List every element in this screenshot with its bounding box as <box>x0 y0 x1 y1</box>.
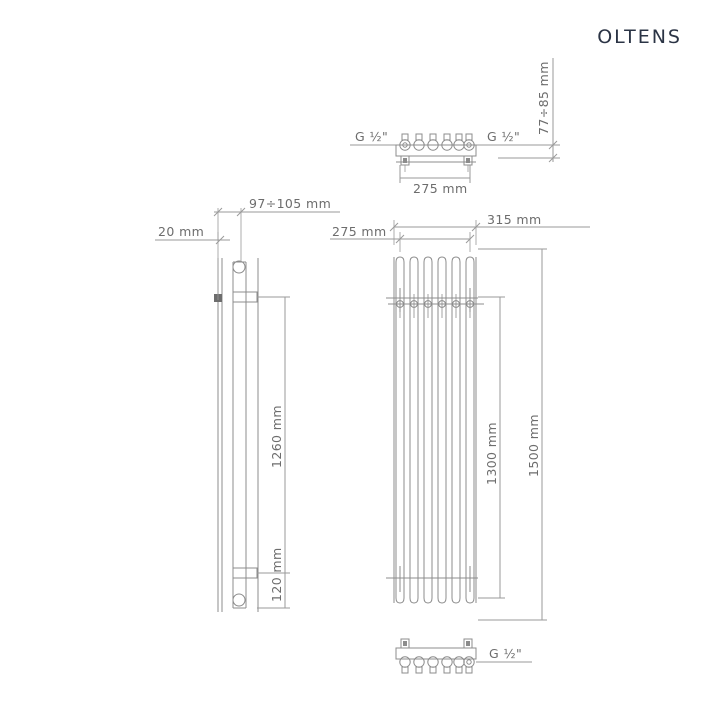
side-bottom-valve-circle <box>232 593 246 607</box>
front-inner-width-dimension <box>330 232 475 252</box>
top-height-dimension <box>498 58 560 163</box>
front-tube-3 <box>423 256 433 604</box>
side-bottom-label: 120 mm <box>269 547 284 602</box>
bottom-manifold-valves <box>399 656 475 668</box>
side-depth-small-dimension <box>155 232 230 300</box>
top-manifold-detail-view: 275 mm 77÷85 mm G ½" G ½" <box>350 58 560 196</box>
front-outer-width-label: 315 mm <box>487 212 542 227</box>
front-tube-2 <box>409 256 419 604</box>
side-bottom-bracket <box>232 567 258 579</box>
top-manifold-feet <box>400 155 473 166</box>
top-manifold-stems <box>401 133 473 141</box>
front-connector-row <box>388 294 484 318</box>
bottom-manifold-stems <box>401 666 473 674</box>
top-thread-left-label: G ½" <box>355 129 388 144</box>
front-tube-1 <box>395 256 405 604</box>
side-depth-small-label: 20 mm <box>158 224 204 239</box>
side-bottom-dimension <box>257 573 290 609</box>
front-outer-height-dimension <box>478 248 547 621</box>
side-section-view: 20 mm 97÷105 mm 1260 mm 12 <box>155 196 340 612</box>
front-outer-height-label: 1500 mm <box>526 414 541 477</box>
top-manifold-body <box>395 144 477 157</box>
side-depth-large-label: 97÷105 mm <box>249 196 331 211</box>
front-inner-width-label: 275 mm <box>332 224 387 239</box>
side-height-label: 1260 mm <box>269 405 284 468</box>
front-tube-4 <box>437 256 447 604</box>
top-width-label: 275 mm <box>413 181 468 196</box>
front-tube-5 <box>451 256 461 604</box>
front-outer-width-dimension <box>389 220 590 245</box>
front-tube-6 <box>465 256 475 604</box>
top-width-dimension <box>399 165 471 183</box>
bottom-manifold-detail-view: G ½" <box>395 638 532 674</box>
side-top-valve-circle <box>232 260 246 274</box>
brand-logo: OLTENS <box>597 26 682 48</box>
bottom-manifold-body <box>395 647 477 660</box>
front-inner-height-label: 1300 mm <box>484 422 499 485</box>
side-depth-large-dimension <box>213 207 340 262</box>
front-inner-height-dimension <box>478 296 505 599</box>
top-height-label: 77÷85 mm <box>536 61 551 135</box>
bottom-thread-label: G ½" <box>489 646 522 661</box>
front-elevation-view: 275 mm 315 mm 1300 mm <box>330 212 590 621</box>
front-lower-bracket-marks <box>386 566 478 592</box>
bottom-manifold-feet <box>400 638 473 649</box>
top-thread-right-label: G ½" <box>487 129 520 144</box>
side-top-bracket <box>232 291 258 303</box>
